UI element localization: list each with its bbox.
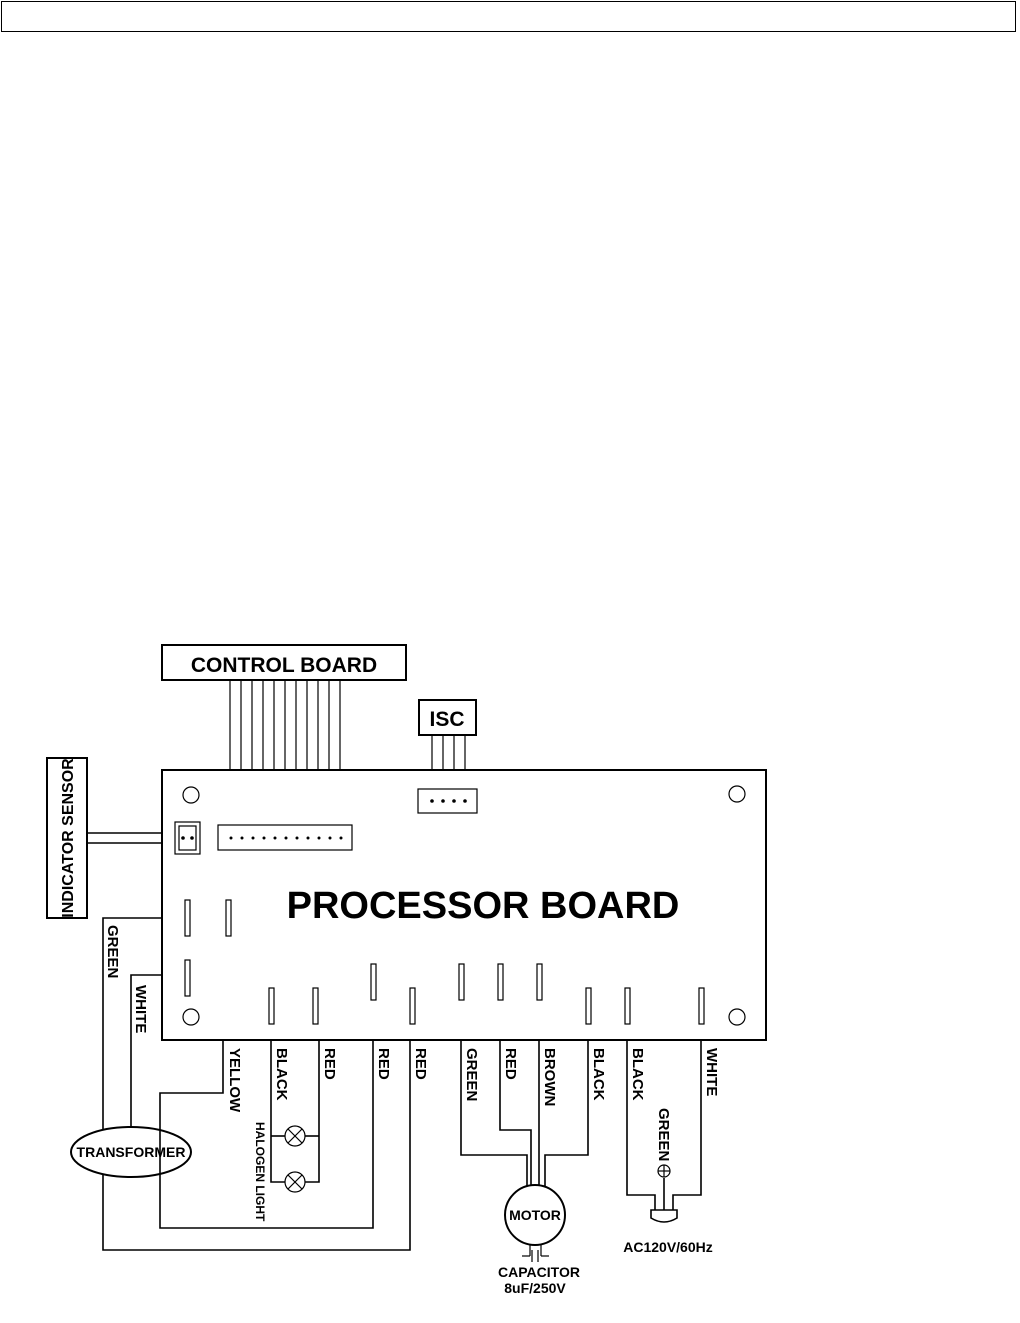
processor-board: PROCESSOR BOARD — [161, 769, 767, 1041]
control-board-label: CONTROL BOARD — [191, 654, 377, 677]
capacitor-label: CAPACITOR — [498, 1264, 580, 1280]
wire-label-white-left: WHITE — [132, 985, 149, 1033]
wire-label-yellow: YELLOW — [226, 1048, 243, 1113]
wire-label-black-power: BLACK — [629, 1048, 646, 1101]
wire-label-green-left: GREEN — [104, 925, 121, 978]
wire-label-green-ground: GREEN — [655, 1108, 672, 1161]
wire-label-black-1: BLACK — [273, 1048, 290, 1101]
wire-label-white-power: WHITE — [703, 1048, 720, 1096]
transformer-label: TRANSFORMER — [77, 1144, 186, 1160]
isc-module: ISC — [418, 699, 477, 770]
halogen-light-label: HALOGEN LIGHT — [253, 1122, 267, 1222]
control-board-ribbon — [229, 680, 341, 770]
processor-board-label: PROCESSOR BOARD — [287, 885, 680, 927]
transformer: TRANSFORMER — [70, 1126, 192, 1178]
control-board: CONTROL BOARD — [161, 644, 407, 681]
motor-wires: GREEN RED BROWN BLACK — [460, 1040, 607, 1190]
motor: MOTOR CAPACITOR 8uF/250V — [498, 1184, 580, 1296]
wire-label-green-motor: GREEN — [463, 1048, 480, 1101]
isc-label: ISC — [429, 708, 464, 731]
indicator-sensor-label: INDICATOR SENSOR — [60, 758, 77, 918]
power-supply-label: AC120V/60Hz — [623, 1239, 713, 1255]
wire-label-red-motor: RED — [502, 1048, 519, 1080]
capacitor-rating: 8uF/250V — [504, 1280, 566, 1296]
wire-label-brown-motor: BROWN — [541, 1048, 558, 1106]
left-wires: GREEN WHITE — [102, 917, 411, 1251]
wire-label-red-2: RED — [375, 1048, 392, 1080]
wire-label-black-motor: BLACK — [590, 1048, 607, 1101]
power-supply: BLACK WHITE GREEN AC120V/60Hz — [623, 1040, 720, 1255]
transformer-wires: YELLOW RED RED — [159, 1040, 429, 1229]
wire-label-red-1: RED — [321, 1048, 338, 1080]
header-box — [1, 1, 1016, 32]
wire-label-red-3: RED — [412, 1048, 429, 1080]
indicator-sensor: INDICATOR SENSOR — [46, 757, 162, 919]
motor-label: MOTOR — [509, 1207, 561, 1223]
halogen-light: BLACK RED HALOGEN LIGHT — [253, 1040, 338, 1222]
